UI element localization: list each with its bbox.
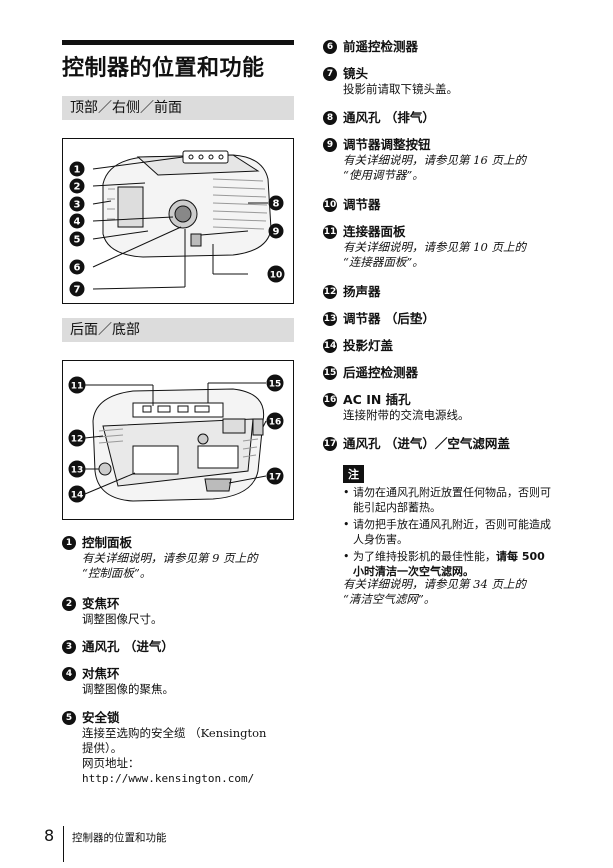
item-number: 4 bbox=[62, 667, 76, 681]
item-number: 10 bbox=[323, 198, 337, 212]
item-number: 8 bbox=[323, 111, 337, 125]
callout-6: 6 bbox=[74, 263, 81, 274]
callout-12: 12 bbox=[71, 435, 84, 445]
item-number: 11 bbox=[323, 225, 337, 239]
callout-8: 8 bbox=[273, 199, 280, 210]
callout-17: 17 bbox=[269, 473, 282, 483]
callout-11: 11 bbox=[71, 382, 84, 392]
callout-13: 13 bbox=[71, 466, 84, 476]
footer-title: 控制器的位置和功能 bbox=[72, 832, 167, 844]
callout-15: 15 bbox=[269, 380, 282, 390]
note-bullet: 请勿把手放在通风孔附近，否则可能造成人身伤害。 bbox=[343, 517, 558, 547]
projector-back-illustration: 11 12 13 14 15 16 17 bbox=[68, 374, 284, 503]
page-title: 控制器的位置和功能 bbox=[62, 56, 265, 81]
item-number: 9 bbox=[323, 138, 337, 152]
item-number: 7 bbox=[323, 67, 337, 81]
figure-top-front: 1 2 3 4 5 6 7 8 9 10 bbox=[62, 138, 294, 304]
footer-rule bbox=[63, 826, 64, 862]
callout-16: 16 bbox=[269, 418, 282, 428]
callout-5: 5 bbox=[74, 235, 81, 246]
callout-14: 14 bbox=[71, 491, 84, 501]
item-number: 14 bbox=[323, 339, 337, 353]
item-number: 17 bbox=[323, 437, 337, 451]
note-list: 请勿在通风孔附近放置任何物品，否则可能引起内部蓄热。 请勿把手放在通风孔附近，否… bbox=[343, 485, 558, 581]
section-header-back: 后面／底部 bbox=[62, 318, 294, 342]
callout-10: 10 bbox=[270, 271, 283, 281]
item-number: 16 bbox=[323, 393, 337, 407]
item-number: 13 bbox=[323, 312, 337, 326]
kensington-url[interactable]: http://www.kensington.com/ bbox=[82, 772, 255, 785]
callout-markers: 1 2 3 4 5 6 7 8 9 10 bbox=[69, 161, 285, 297]
note-tag: 注 bbox=[343, 465, 364, 483]
item-number: 3 bbox=[62, 640, 76, 654]
item-number: 2 bbox=[62, 597, 76, 611]
callout-1: 1 bbox=[74, 165, 81, 176]
callout-9: 9 bbox=[273, 227, 280, 238]
item-number: 12 bbox=[323, 285, 337, 299]
note-bullet: 请勿在通风孔附近放置任何物品，否则可能引起内部蓄热。 bbox=[343, 485, 558, 515]
item-number: 6 bbox=[323, 40, 337, 54]
callout-4: 4 bbox=[74, 217, 81, 228]
callout-7: 7 bbox=[74, 285, 81, 296]
page-number: 8 bbox=[44, 826, 55, 845]
section-header-top: 顶部／右侧／前面 bbox=[62, 96, 294, 120]
callout-3: 3 bbox=[74, 200, 81, 211]
item-number: 1 bbox=[62, 536, 76, 550]
projector-front-illustration: 1 2 3 4 5 6 7 8 9 10 bbox=[69, 150, 285, 297]
item-number: 15 bbox=[323, 366, 337, 380]
callout-markers-back: 11 12 13 14 15 16 17 bbox=[68, 374, 284, 503]
note-bullet: 为了维持投影机的最佳性能，请每 500 小时清洁一次空气滤网。 bbox=[343, 549, 558, 579]
note-reference: 有关详细说明，请参见第 34 页上的 “清洁空气滤网”。 bbox=[343, 577, 526, 606]
callout-2: 2 bbox=[74, 182, 81, 193]
figure-back-bottom: 11 12 13 14 15 16 17 bbox=[62, 360, 294, 520]
title-rule bbox=[62, 40, 294, 45]
item-number: 5 bbox=[62, 711, 76, 725]
